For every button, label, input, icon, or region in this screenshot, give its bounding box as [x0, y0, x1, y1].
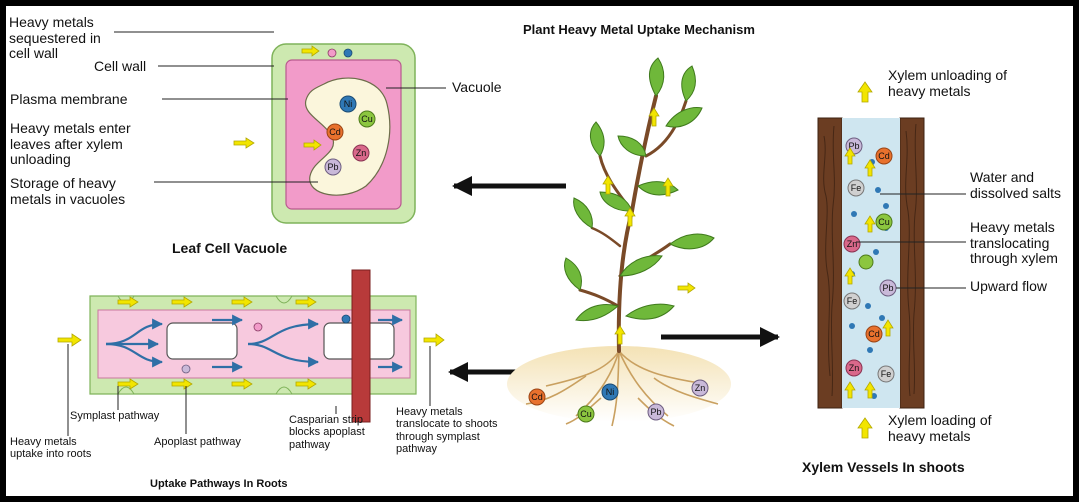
- diagram-title: Plant Heavy Metal Uptake Mechanism: [523, 23, 755, 38]
- ion-label: Cu: [878, 217, 890, 227]
- label-enter-leaves: Heavy metals enter leaves after xylem un…: [10, 121, 131, 168]
- diagram-canvas: Ni Cu Cd Zn Pb: [6, 6, 1073, 496]
- green-particle: [859, 255, 873, 269]
- yellow-arrow: [234, 138, 254, 148]
- xylem-wall-left: [818, 118, 842, 408]
- ion-label: Zn: [847, 239, 858, 249]
- yellow-arrow: [678, 283, 695, 293]
- leaves: [565, 58, 714, 321]
- label-upward-flow: Upward flow: [970, 279, 1047, 295]
- ion-label: Pb: [327, 162, 338, 172]
- label-xylem-loading: Xylem loading of heavy metals: [888, 413, 992, 444]
- heading-xylem-vessels: Xylem Vessels In shoots: [802, 460, 965, 476]
- ion-label: Ni: [606, 387, 615, 397]
- ion-label: Fe: [851, 183, 862, 193]
- xylem-wall-right: [900, 118, 924, 408]
- ion-label: Cd: [878, 151, 890, 161]
- label-cell-wall: Cell wall: [94, 59, 146, 75]
- ion-label: Ni: [344, 99, 353, 109]
- wall-metal-dot: [328, 49, 336, 57]
- ion-label: Fe: [881, 369, 892, 379]
- label-uptake-roots: Heavy metals uptake into roots: [10, 436, 91, 461]
- ion-label: Cu: [361, 114, 373, 124]
- casparian-strip: [352, 270, 370, 422]
- label-symplast: Symplast pathway: [70, 410, 159, 422]
- yellow-arrow: [424, 334, 444, 346]
- plant: Cd Ni Cu Pb Zn: [507, 58, 731, 426]
- yellow-arrow: [58, 334, 81, 346]
- label-water-salts: Water and dissolved salts: [970, 170, 1061, 201]
- ion-label: Cd: [329, 127, 341, 137]
- ion-label: Cd: [868, 329, 880, 339]
- label-storage: Storage of heavy metals in vacuoles: [10, 176, 125, 207]
- ion-label: Cu: [580, 409, 592, 419]
- label-apoplast: Apoplast pathway: [154, 436, 241, 448]
- label-casparian: Casparian strip blocks apoplast pathway: [289, 414, 365, 451]
- yellow-arrow-loading: [858, 418, 872, 438]
- label-sequestered: Heavy metals sequestered in cell wall: [9, 15, 101, 62]
- label-vacuole: Vacuole: [452, 80, 502, 96]
- metal-dot: [342, 315, 350, 323]
- label-xylem-unloading: Xylem unloading of heavy metals: [888, 68, 1007, 99]
- label-translocating: Heavy metals translocating through xylem: [970, 220, 1058, 267]
- ion-label: Zn: [695, 383, 706, 393]
- heading-uptake-pathways: Uptake Pathways In Roots: [150, 478, 288, 490]
- ion-label: Zn: [849, 363, 860, 373]
- ion-label: Zn: [356, 148, 367, 158]
- metal-dot: [254, 323, 262, 331]
- label-translocate: Heavy metals translocate to shoots throu…: [396, 406, 498, 455]
- leaf-cell: Ni Cu Cd Zn Pb: [114, 32, 446, 223]
- root-vacuole: [167, 323, 237, 359]
- metal-dot: [182, 365, 190, 373]
- ion-label: Cd: [531, 392, 543, 402]
- wall-metal-dot: [344, 49, 352, 57]
- heading-leaf-cell-vacuole: Leaf Cell Vacuole: [172, 241, 287, 257]
- label-plasma-membrane: Plasma membrane: [10, 92, 128, 108]
- ion-label: Pb: [650, 407, 661, 417]
- xylem-vessel: Pb Cd Fe Cu Zn Pb Fe Cd Zn Fe: [818, 82, 966, 438]
- yellow-arrow: [615, 326, 625, 344]
- yellow-arrow-unloading: [858, 82, 872, 102]
- ion-label: Fe: [847, 296, 858, 306]
- ion-label: Pb: [882, 283, 893, 293]
